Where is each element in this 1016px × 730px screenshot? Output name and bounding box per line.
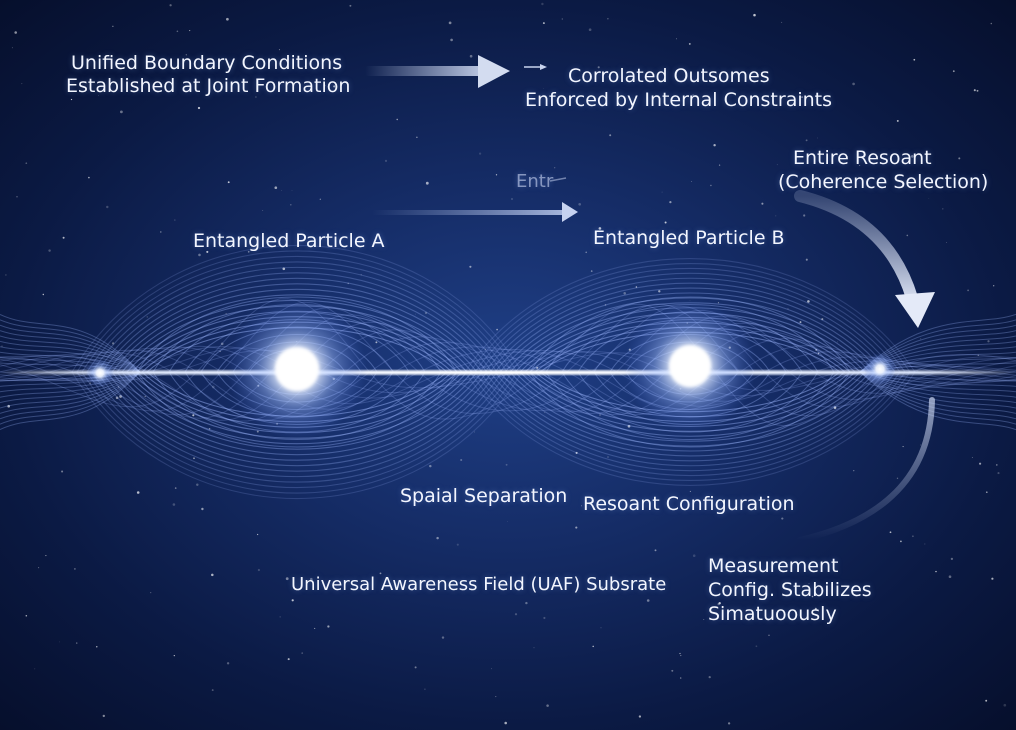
arrow-right-icon: [524, 64, 547, 70]
measurement-label-line2: Config. Stabilizes: [708, 578, 872, 602]
entire-resonant-label: Entire Resoant: [793, 146, 932, 170]
uaf-substrate-label: Universal Awareness Field (UAF) Subsrate: [291, 573, 666, 597]
particle-b-core: [669, 345, 711, 387]
correlated-outcomes-label-line2: Enforced by Internal Constraints: [525, 88, 832, 112]
curved-arrow-down-icon: [800, 196, 935, 328]
entr-faint-label: Entr: [516, 170, 553, 194]
measurement-label: Measurement: [708, 554, 838, 578]
particle-a-label: Entangled Particle A: [193, 229, 385, 253]
spatial-separation-label: Spaial Separation: [400, 484, 567, 508]
unified-boundary-label: Unified Boundary Conditions: [71, 51, 342, 75]
resonant-configuration-label: Resoant Configuration: [583, 492, 795, 516]
unified-boundary-label-line2: Established at Joint Formation: [66, 74, 350, 98]
coherence-selection-label: (Coherence Selection): [778, 170, 988, 194]
arrow-right-icon: [365, 55, 510, 88]
measurement-label-line3: Simatuoously: [708, 602, 837, 626]
wave-line: [0, 310, 1016, 418]
beam-flare-left: [86, 359, 114, 387]
particle-b-label: Entangled Particle B: [593, 226, 785, 250]
arrow-right-icon: [372, 202, 578, 222]
central-beam-core: [0, 372, 1016, 374]
particle-a-core: [275, 347, 319, 391]
correlated-outcomes-label: Corrolated Outsomes: [568, 64, 770, 88]
beam-flare-right: [864, 353, 896, 385]
